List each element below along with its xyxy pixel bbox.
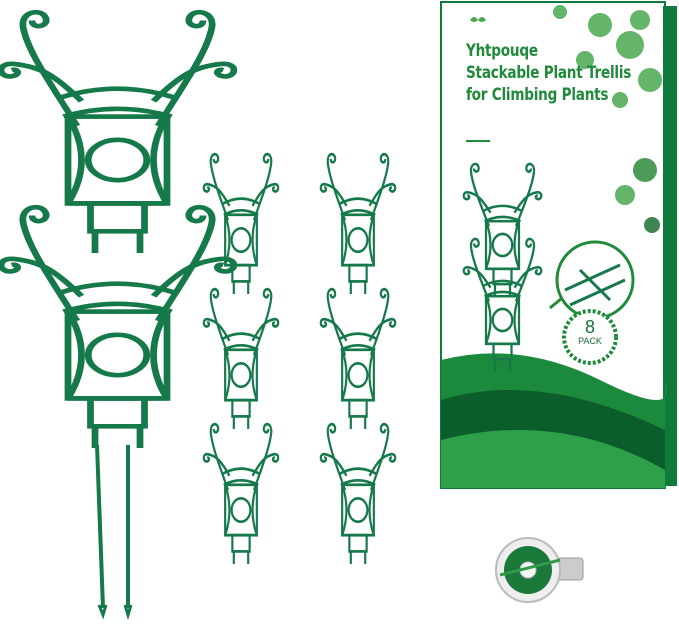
pack-badge — [562, 309, 618, 365]
product-box — [440, 1, 677, 489]
box-title: Yhtpouqe Stackable Plant Trellis for Cli… — [466, 40, 632, 106]
pack-text: PACK — [578, 336, 602, 346]
pack-label: 8 PACK — [565, 318, 615, 346]
pack-count: 8 — [584, 317, 595, 337]
tie-wire-spool — [495, 537, 584, 603]
small-trellis-grid — [202, 152, 397, 566]
large-trellis — [1, 12, 234, 621]
title-line-2: for Climbing Plants — [466, 85, 609, 105]
brand-name: Yhtpouqe — [466, 41, 538, 61]
leaf-icon — [470, 17, 486, 22]
title-line-1: Stackable Plant Trellis — [466, 63, 632, 83]
